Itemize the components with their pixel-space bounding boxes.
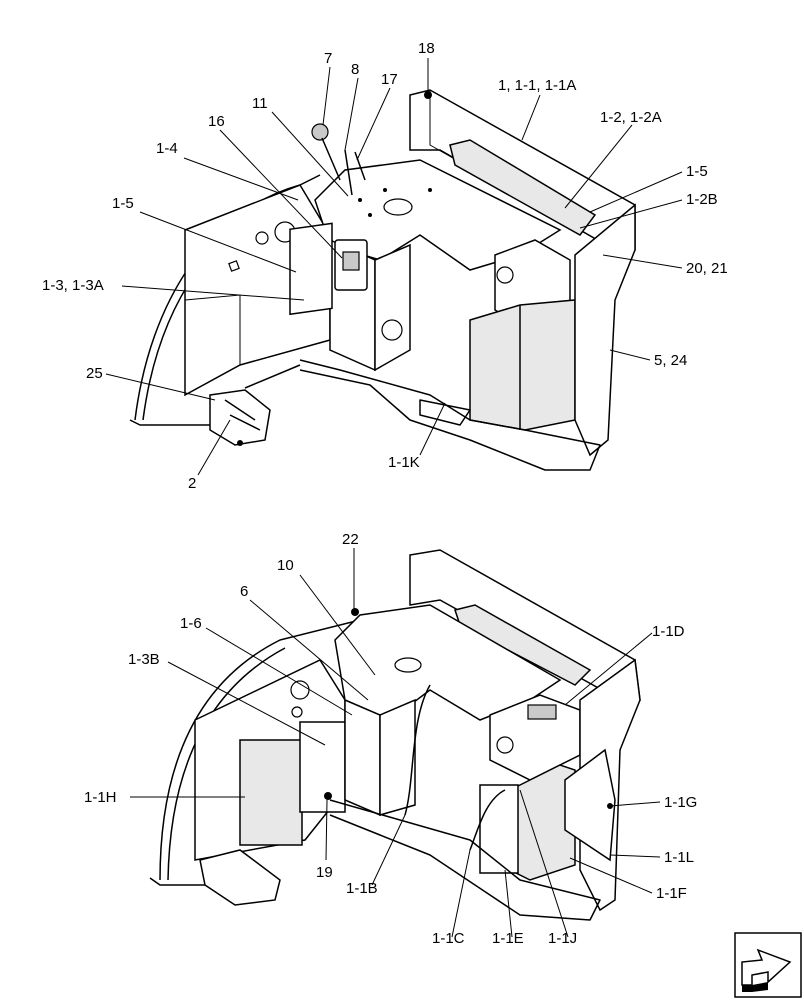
callout-18: 18 bbox=[418, 40, 435, 57]
callout-1-5-left: 1-5 bbox=[112, 195, 134, 212]
hose-1-1c bbox=[469, 789, 506, 851]
lower-base-floor bbox=[329, 799, 601, 921]
callout-6: 6 bbox=[240, 583, 248, 600]
filter-1-1e bbox=[479, 784, 519, 874]
callout-2: 2 bbox=[188, 475, 196, 492]
callout-19: 19 bbox=[316, 864, 333, 881]
upper-leader-lines bbox=[105, 58, 683, 476]
callout-1-1d: 1-1D bbox=[652, 623, 685, 640]
callout-1-1g: 1-1G bbox=[664, 794, 697, 811]
callout-11: 11 bbox=[252, 95, 268, 112]
callout-17: 17 bbox=[381, 71, 398, 88]
hose-1-1b bbox=[404, 684, 431, 816]
next-page-arrow-icon[interactable] bbox=[734, 932, 802, 998]
callout-1-1j: 1-1J bbox=[548, 930, 577, 947]
callout-1-6: 1-6 bbox=[180, 615, 202, 632]
controller-1-3b bbox=[299, 721, 346, 813]
callout-1-1f: 1-1F bbox=[656, 885, 687, 902]
callout-1-5-right: 1-5 bbox=[686, 163, 708, 180]
right-frame-wall bbox=[574, 203, 636, 457]
callout-10: 10 bbox=[277, 557, 294, 574]
base-floor-frame bbox=[299, 359, 601, 471]
upper-assembly-view bbox=[129, 89, 636, 471]
callout-1-1k: 1-1K bbox=[388, 454, 420, 471]
lower-center-bulkhead bbox=[344, 698, 381, 817]
callout-1-1l: 1-1L bbox=[664, 849, 694, 866]
upper-callouts: 7 8 17 18 1, 1-1, 1-1A 11 16 1-4 1-2, 1-… bbox=[42, 40, 728, 492]
callout-22: 22 bbox=[342, 531, 359, 548]
callout-8: 8 bbox=[351, 61, 359, 78]
callout-20-21: 20, 21 bbox=[686, 260, 728, 277]
callout-1-4: 1-4 bbox=[156, 140, 178, 157]
callout-7: 7 bbox=[324, 50, 332, 67]
controller-1-3 bbox=[289, 222, 333, 316]
callout-1-2-1-2a: 1-2, 1-2A bbox=[600, 109, 662, 126]
callout-1-1b: 1-1B bbox=[346, 880, 378, 897]
knob-7 bbox=[311, 123, 329, 141]
callout-25: 25 bbox=[86, 365, 103, 382]
callout-1-1h: 1-1H bbox=[84, 789, 117, 806]
plate-1-1h bbox=[239, 739, 303, 846]
lower-callouts: 22 10 6 1-1D 1-6 1-3B 1-1H 1-1G 1-1L 19 … bbox=[84, 531, 697, 947]
callout-1-3-1-3a: 1-3, 1-3A bbox=[42, 277, 104, 294]
rail-bracket-1-2 bbox=[449, 139, 597, 236]
callout-1-1c: 1-1C bbox=[432, 930, 465, 947]
callout-16: 16 bbox=[208, 113, 225, 130]
pedal-assembly-2 bbox=[209, 389, 271, 446]
callout-1-1e: 1-1E bbox=[492, 930, 524, 947]
flap-1-1l bbox=[564, 748, 616, 862]
lower-pedal-assembly bbox=[199, 849, 281, 906]
side-cover-box bbox=[469, 299, 576, 431]
callout-1-1-1-1-1a: 1, 1-1, 1-1A bbox=[498, 77, 576, 94]
lower-leader-lines bbox=[130, 548, 661, 938]
callout-1-2b: 1-2B bbox=[686, 191, 718, 208]
callout-5-24: 5, 24 bbox=[654, 352, 687, 369]
callout-1-3b: 1-3B bbox=[128, 651, 160, 668]
lower-assembly-view bbox=[149, 549, 641, 921]
